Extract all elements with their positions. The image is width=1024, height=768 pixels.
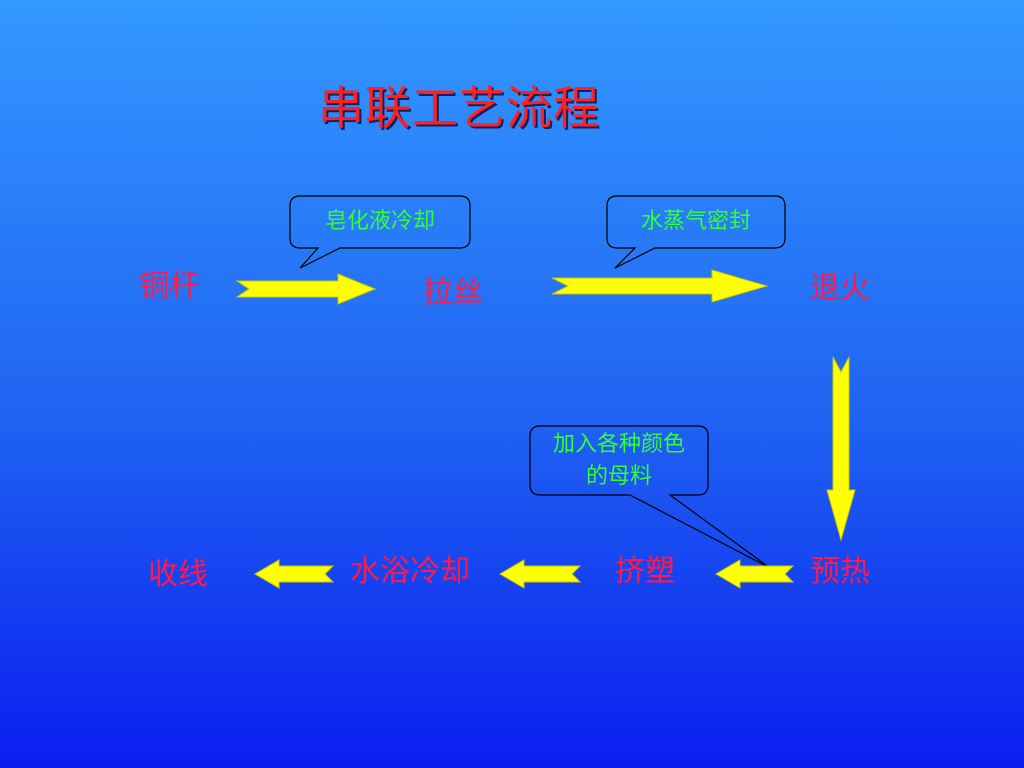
node-water-cooling: 水浴冷却	[350, 554, 470, 589]
callout-bubble-soap-cooling	[289, 195, 471, 269]
arrow-drawing-to-annealing	[551, 269, 769, 303]
arrow-preheating-to-extrusion	[715, 559, 795, 589]
node-preheating: 预热	[810, 554, 870, 589]
arrow-extrusion-to-water-cooling	[499, 559, 582, 589]
callout-color-masterbatch-line1: 加入各种颜色	[552, 432, 685, 457]
node-wire-drawing: 拉丝	[423, 275, 483, 310]
arrow-water-cooling-to-take-up	[254, 559, 335, 589]
page-title: 串联工艺流程	[318, 81, 600, 135]
node-extrusion: 挤塑	[615, 554, 675, 589]
node-copper-rod: 铜杆	[139, 269, 199, 304]
callout-steam-seal-text: 水蒸气密封	[640, 209, 751, 234]
arrow-annealing-to-preheating	[826, 356, 856, 542]
callout-color-masterbatch-line2: 的母料	[585, 464, 652, 489]
node-annealing: 退火	[810, 271, 870, 306]
callout-bubble-steam-seal	[606, 195, 786, 269]
callout-soap-cooling-text: 皂化液冷却	[324, 209, 435, 234]
callout-bubble-color-masterbatch	[529, 425, 771, 569]
node-take-up: 收线	[148, 557, 208, 592]
arrow-rod-to-drawing	[235, 273, 377, 305]
